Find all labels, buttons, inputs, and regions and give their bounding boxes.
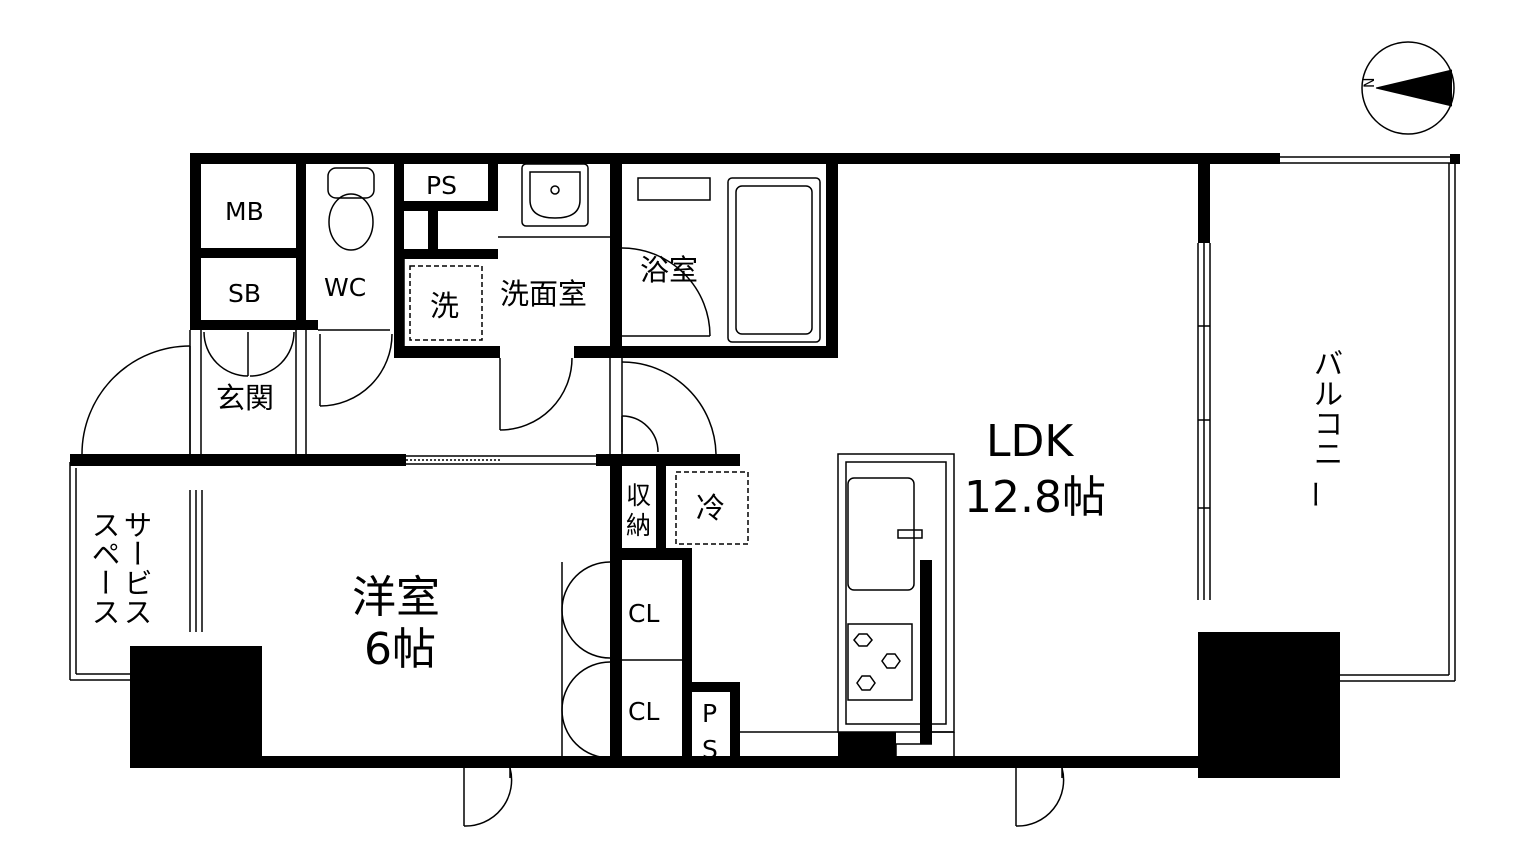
label-ps-top: PS	[426, 171, 457, 200]
label-closet-2: CL	[628, 697, 659, 726]
label-ps-bottom-2: S	[702, 735, 718, 764]
label-storage-1: 収	[626, 481, 651, 510]
sink-icon	[521, 163, 589, 227]
compass: N	[1361, 41, 1455, 135]
toilet-icon	[327, 167, 375, 251]
compass-north-label: N	[1362, 78, 1378, 88]
label-balcony-4: ニ	[1314, 437, 1343, 471]
label-wc: WC	[324, 273, 366, 302]
label-ldk: LDK	[986, 416, 1074, 467]
label-ldk-size: 12.8帖	[964, 472, 1106, 523]
label-western-room-size: 6帖	[364, 624, 436, 675]
label-ps-bottom-1: P	[702, 699, 717, 728]
washing-machine-area	[409, 265, 483, 341]
label-western-room: 洋室	[352, 572, 440, 623]
label-balcony-5: ー	[1297, 480, 1331, 509]
kitchen-sink-icon	[847, 477, 923, 591]
label-mb: MB	[225, 197, 264, 226]
service-space-outline	[69, 462, 130, 681]
label-entrance: 玄関	[216, 381, 274, 415]
label-bathroom: 浴室	[640, 253, 698, 287]
compass-needle-icon	[1376, 70, 1452, 106]
bathtub-icon	[637, 177, 821, 343]
balcony-outline	[1280, 156, 1456, 682]
doors	[81, 247, 1065, 827]
fixtures	[327, 163, 923, 701]
stove-icon	[847, 623, 913, 701]
label-balcony-3: コ	[1314, 407, 1343, 441]
label-balcony-2: ル	[1314, 377, 1343, 411]
label-balcony-1: バ	[1314, 347, 1343, 381]
label-closet-1: CL	[628, 599, 659, 628]
label-service-space-2: スペース	[87, 510, 121, 626]
label-service-space-1: サービス	[119, 510, 153, 626]
label-sb: SB	[228, 279, 261, 308]
fridge-area	[675, 471, 749, 545]
thin-walls	[189, 236, 1211, 756]
label-washer: 洗	[430, 289, 459, 323]
label-washroom: 洗面室	[500, 277, 587, 311]
label-fridge: 冷	[696, 491, 725, 525]
label-storage-2: 納	[626, 511, 651, 540]
walls	[70, 153, 1340, 778]
